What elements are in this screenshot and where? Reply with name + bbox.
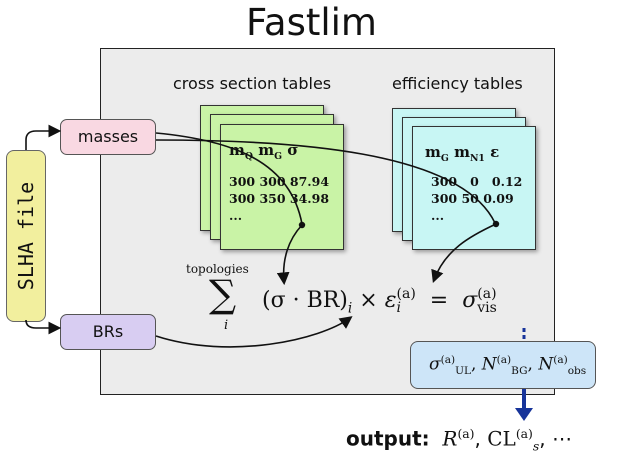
cross-section-header: cross section tables bbox=[173, 74, 332, 93]
brs-box: BRs bbox=[60, 314, 156, 350]
equals-symbol: = bbox=[429, 288, 449, 313]
xsec-header-row: mQ mG σ bbox=[229, 141, 298, 162]
sigma-vis-sub: vis bbox=[477, 300, 497, 316]
slha-file-box: SLHA file bbox=[6, 150, 46, 322]
table-row: ... bbox=[229, 207, 242, 224]
slha-to-masses-arrow bbox=[25, 124, 62, 150]
output-sep: , bbox=[539, 426, 552, 451]
output-cl: CL bbox=[487, 426, 516, 451]
xsec-col2-sub: G bbox=[274, 151, 283, 162]
sigma-ul: σ bbox=[429, 354, 441, 375]
limits-sup: (a) bbox=[440, 354, 456, 366]
output-cl-sub: s bbox=[532, 438, 540, 454]
table-cell: 300 bbox=[229, 174, 256, 189]
table-cell: ... bbox=[229, 208, 243, 223]
table-cell: 350 bbox=[259, 191, 286, 206]
eff-to-formula-arrow bbox=[431, 223, 497, 284]
n-obs-sub: obs bbox=[567, 365, 587, 378]
table-cell: 87.94 bbox=[289, 174, 330, 189]
xsec-col3: σ bbox=[287, 141, 299, 159]
output-sep: , bbox=[474, 426, 488, 451]
table-row: 300 350 34.98 bbox=[229, 190, 329, 207]
eff-header-row: mG mN1 ε bbox=[425, 143, 499, 164]
table-cell: 50 bbox=[461, 191, 479, 206]
sigma-br-term: (σ · BR) bbox=[262, 288, 348, 313]
table-cell: 300 bbox=[431, 191, 458, 206]
output-cl-sup: (a) bbox=[515, 426, 533, 441]
n-bg: N bbox=[481, 354, 497, 375]
times-symbol: × bbox=[359, 288, 378, 313]
epsilon-symbol: ε bbox=[384, 288, 397, 313]
epsilon-sub: i bbox=[396, 300, 401, 316]
table-row: ... bbox=[431, 207, 444, 224]
masses-to-eff-curve bbox=[155, 139, 496, 224]
masses-box: masses bbox=[60, 119, 156, 155]
xsec-col1-sub: Q bbox=[244, 151, 253, 162]
limits-sep: , bbox=[527, 354, 539, 375]
output-dots: ⋯ bbox=[551, 426, 572, 451]
brs-to-formula-arrow bbox=[155, 316, 353, 348]
output-arrowhead bbox=[515, 408, 533, 421]
eff-col1-sub: G bbox=[440, 153, 449, 164]
efficiency-table: mG mN1 ε 300 0 0.12 300 50 0.09 ... bbox=[412, 126, 536, 250]
table-cell: 300 bbox=[229, 191, 256, 206]
output-label: output: bbox=[346, 426, 430, 451]
formula-term: (σ · BR)i × ε(a)i = σ(a)vis bbox=[262, 287, 497, 316]
table-row: 300 50 0.09 bbox=[431, 190, 514, 207]
output-r: R bbox=[442, 426, 458, 451]
sum-symbol: ∑ bbox=[209, 272, 237, 316]
limits-sep: , bbox=[470, 354, 482, 375]
xsec-to-formula-arrow bbox=[276, 224, 303, 286]
output-r-sup: (a) bbox=[457, 426, 475, 441]
sum-topologies-label: topologies bbox=[186, 262, 249, 276]
limits-sup: (a) bbox=[553, 354, 568, 366]
sigma-ul-sub: UL bbox=[455, 365, 471, 378]
efficiency-header: efficiency tables bbox=[392, 74, 523, 93]
table-row: 300 0 0.12 bbox=[431, 173, 522, 190]
epsilon-sup: (a) bbox=[396, 286, 416, 302]
masses-to-xsec-curve bbox=[155, 132, 303, 225]
n-bg-sub: BG bbox=[511, 365, 528, 378]
diagram-title: Fastlim bbox=[246, 1, 377, 44]
limits-sup: (a) bbox=[496, 354, 512, 366]
limits-text: σ(a)UL, N(a)BG, N(a)obs bbox=[429, 354, 586, 377]
sigma-vis-sup: (a) bbox=[477, 286, 497, 302]
n-obs: N bbox=[538, 354, 554, 375]
sigma-br-sub: i bbox=[347, 300, 353, 317]
table-cell: 300 bbox=[431, 174, 458, 189]
output-line: output: R(a), CL(a)s, ⋯ bbox=[346, 426, 572, 454]
table-cell: 0.09 bbox=[483, 191, 514, 206]
table-cell: 34.98 bbox=[289, 191, 330, 206]
eff-col3: ε bbox=[490, 143, 500, 161]
table-cell: 0.12 bbox=[491, 174, 523, 189]
eff-col2: m bbox=[454, 143, 470, 161]
sigma-vis-symbol: σ bbox=[462, 288, 478, 313]
sum-index: i bbox=[224, 318, 229, 333]
table-cell: ... bbox=[431, 208, 445, 223]
eff-col2-sub: N1 bbox=[469, 153, 485, 164]
limits-box: σ(a)UL, N(a)BG, N(a)obs bbox=[410, 341, 596, 389]
table-cell: 0 bbox=[470, 174, 479, 189]
slha-to-brs-arrow bbox=[25, 319, 62, 335]
eff-col1: m bbox=[425, 143, 441, 161]
xsec-col2: m bbox=[258, 141, 275, 159]
